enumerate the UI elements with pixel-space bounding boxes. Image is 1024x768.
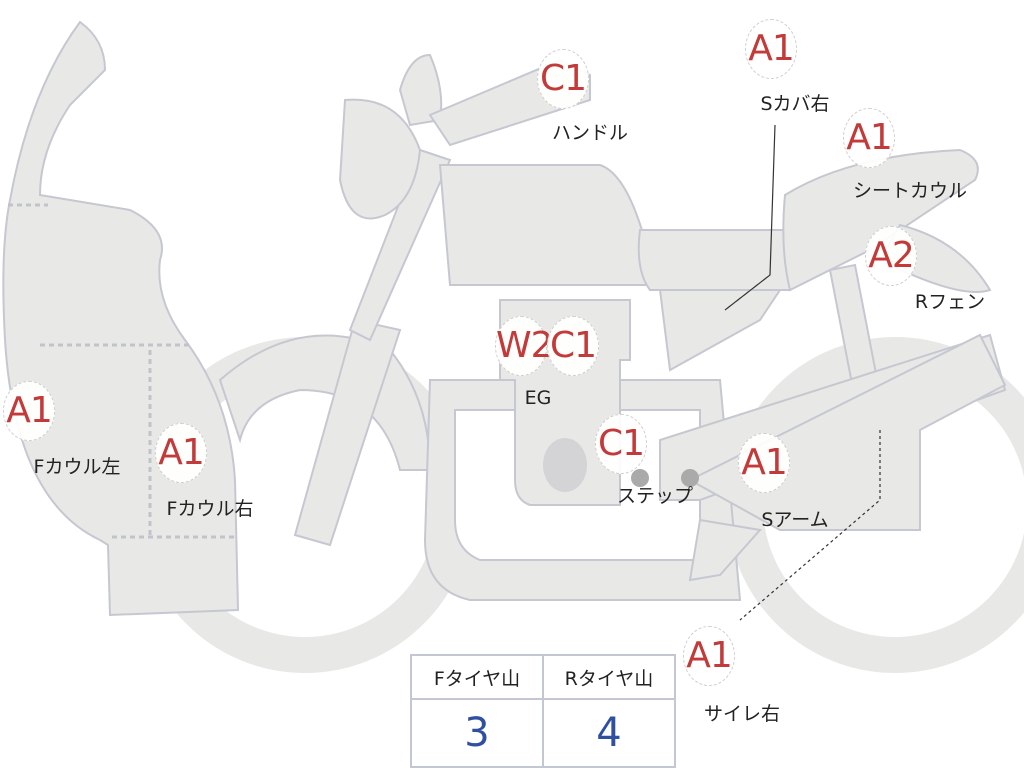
part-label: Rフェン bbox=[914, 291, 986, 313]
seat-cowl bbox=[782, 148, 979, 292]
part-label: ステップ bbox=[616, 485, 694, 507]
rear-tire-header: Rタイヤ山 bbox=[542, 654, 676, 700]
part-label: Fカウル右 bbox=[166, 498, 254, 520]
part-label: Sアーム bbox=[761, 509, 829, 531]
damage-mark: A1 bbox=[3, 381, 55, 441]
side-cover bbox=[658, 289, 782, 372]
damage-mark: A1 bbox=[738, 433, 790, 493]
part-label: ハンドル bbox=[551, 122, 629, 144]
damage-mark: A2 bbox=[865, 226, 917, 286]
tire-tread-table: Fタイヤ山 Rタイヤ山 3 4 bbox=[410, 654, 676, 768]
front-tire-value: 3 bbox=[410, 698, 544, 768]
seat bbox=[637, 229, 791, 291]
damage-mark: C1 bbox=[537, 49, 589, 109]
damage-mark: C1 bbox=[547, 316, 599, 376]
front-tire-header: Fタイヤ山 bbox=[410, 654, 544, 700]
part-label: Sカバ右 bbox=[760, 93, 830, 115]
part-label: シートカウル bbox=[852, 180, 968, 202]
damage-mark: W2 bbox=[495, 316, 554, 376]
damage-mark: A1 bbox=[843, 108, 895, 168]
rear-tire-value: 4 bbox=[542, 698, 676, 768]
part-label: Fカウル左 bbox=[33, 456, 121, 478]
front-fork bbox=[293, 318, 402, 547]
damage-mark: A1 bbox=[745, 19, 797, 79]
fuel-tank bbox=[438, 164, 651, 286]
part-label: サイレ右 bbox=[703, 703, 781, 725]
damage-mark: C1 bbox=[595, 414, 647, 474]
front-cowl bbox=[2, 20, 240, 617]
part-label: EG bbox=[524, 387, 552, 409]
damage-mark: A1 bbox=[683, 626, 735, 686]
damage-mark: A1 bbox=[155, 423, 207, 483]
